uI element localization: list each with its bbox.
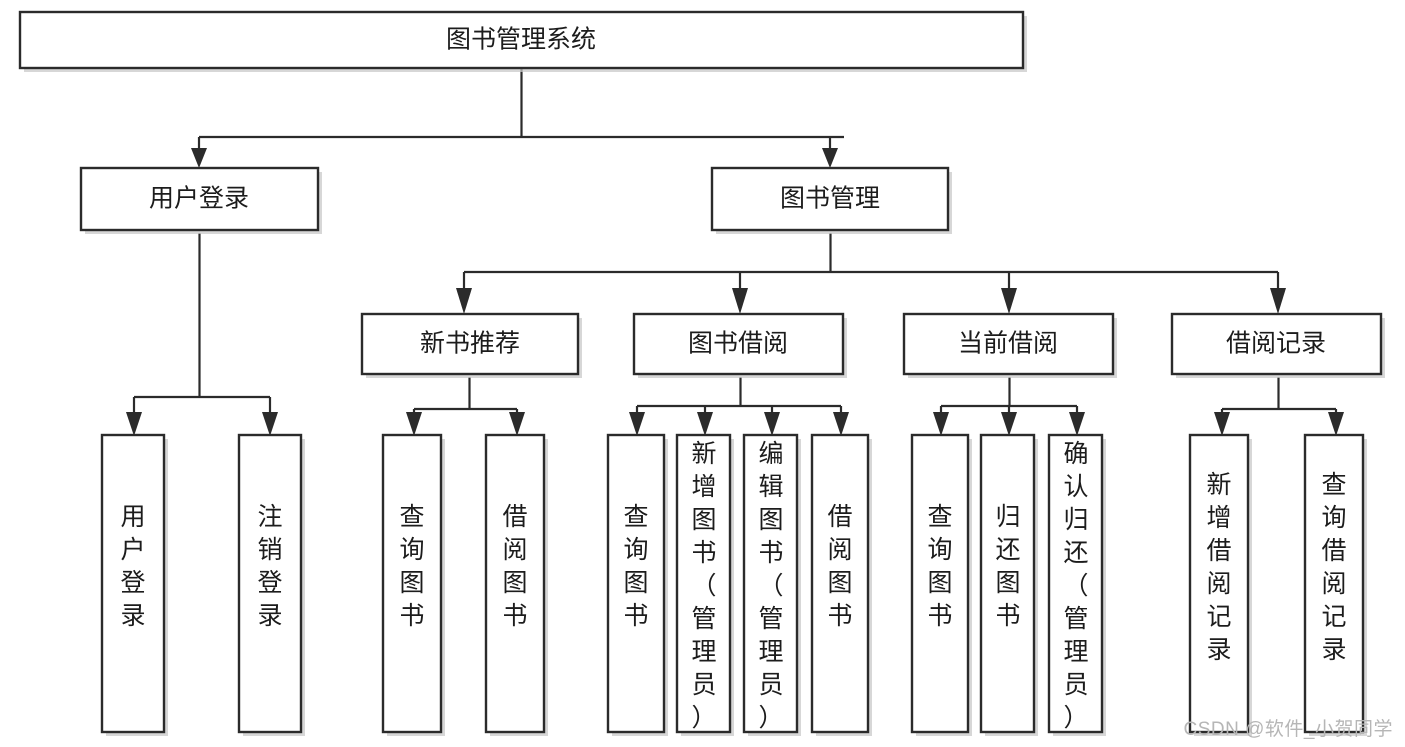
arrow-leaf-query-book-1: [406, 412, 422, 436]
leaf-add-book[interactable]: 新增图书（管理员）: [675, 433, 734, 736]
leaf-add-book-box: [675, 433, 732, 734]
node-current-borrow-label: 当前借阅: [958, 330, 1058, 358]
leaf-add-record-box: [1188, 433, 1250, 734]
leaf-query-book-1-box: [381, 433, 443, 734]
leaf-user-login-label: 用户登录: [120, 503, 145, 630]
leaf-confirm-return-label: 确认归还（管理员）: [1063, 440, 1088, 732]
leaf-query-book-2[interactable]: 查询图书: [606, 433, 668, 736]
node-book-management-label: 图书管理: [780, 185, 880, 213]
node-borrow-record-box: [1170, 312, 1383, 376]
arrow-leaf-query-book-2: [629, 412, 645, 436]
arrow-leaf-logout-login: [262, 412, 278, 436]
leaf-return-book[interactable]: 归还图书: [979, 433, 1038, 736]
arrow-current-borrow: [1001, 288, 1017, 314]
leaf-return-book-label: 归还图书: [995, 503, 1020, 630]
leaf-query-record-box: [1303, 433, 1365, 734]
arrow-borrow-record: [1270, 288, 1286, 314]
node-user-login[interactable]: 用户登录: [79, 166, 322, 234]
leaf-query-record[interactable]: 查询借阅记录: [1303, 433, 1367, 736]
leaf-query-book-1-label: 查询图书: [399, 503, 424, 630]
leaf-query-book-1[interactable]: 查询图书: [381, 433, 445, 736]
leaf-borrow-book-1-box: [484, 433, 546, 734]
arrow-leaf-query-record: [1328, 412, 1344, 436]
node-book-management[interactable]: 图书管理: [710, 166, 952, 234]
arrow-book-management: [822, 148, 838, 168]
arrow-leaf-edit-book: [764, 412, 780, 436]
node-new-book-recommend-box: [360, 312, 580, 376]
leaf-edit-book-label: 编辑图书（管理员）: [758, 440, 783, 732]
arrow-leaf-confirm-return: [1069, 412, 1085, 436]
arrow-leaf-add-record: [1214, 412, 1230, 436]
arrow-leaf-add-book: [697, 412, 713, 436]
leaf-logout-login-label: 注销登录: [257, 503, 282, 630]
leaf-edit-book-box: [742, 433, 799, 734]
leaf-borrow-book-1[interactable]: 借阅图书: [484, 433, 548, 736]
node-book-management-box: [710, 166, 950, 232]
connectors: [126, 69, 1344, 436]
node-new-book-recommend-label: 新书推荐: [420, 330, 520, 358]
arrow-leaf-user-login: [126, 412, 142, 436]
leaf-logout-login[interactable]: 注销登录: [237, 433, 305, 736]
arrow-leaf-return-book: [1001, 412, 1017, 436]
leaf-add-book-label: 新增图书（管理员）: [691, 440, 716, 732]
leaf-borrow-book-2[interactable]: 借阅图书: [810, 433, 872, 736]
leaf-borrow-book-1-label: 借阅图书: [502, 503, 527, 630]
leaf-query-book-2-box: [606, 433, 666, 734]
arrow-leaf-borrow-book-1: [509, 412, 525, 436]
node-book-borrow[interactable]: 图书借阅: [632, 312, 847, 378]
arrow-new-book-recommend: [456, 288, 472, 314]
node-borrow-record-label: 借阅记录: [1226, 330, 1326, 358]
leaf-user-login-box: [100, 433, 166, 734]
leaf-borrow-book-2-label: 借阅图书: [827, 503, 852, 630]
node-new-book-recommend[interactable]: 新书推荐: [360, 312, 582, 378]
arrow-book-borrow: [732, 288, 748, 314]
node-user-login-label: 用户登录: [149, 185, 249, 213]
arrow-user-login: [191, 148, 207, 168]
node-root-box: [18, 10, 1025, 70]
leaf-add-record[interactable]: 新增借阅记录: [1188, 433, 1252, 736]
node-current-borrow[interactable]: 当前借阅: [902, 312, 1117, 378]
leaf-edit-book[interactable]: 编辑图书（管理员）: [742, 433, 801, 736]
leaf-query-book-3-box: [910, 433, 970, 734]
leaf-query-record-label: 查询借阅记录: [1321, 471, 1346, 664]
leaf-query-book-3-label: 查询图书: [927, 503, 952, 630]
leaf-return-book-box: [979, 433, 1036, 734]
leaf-confirm-return-box: [1047, 433, 1104, 734]
arrow-leaf-borrow-book-2: [833, 412, 849, 436]
node-book-borrow-label: 图书借阅: [688, 330, 788, 358]
leaf-query-book-3[interactable]: 查询图书: [910, 433, 972, 736]
arrow-leaf-query-book-3: [933, 412, 949, 436]
leaf-query-book-2-label: 查询图书: [623, 503, 648, 630]
leaf-borrow-book-2-box: [810, 433, 870, 734]
node-root[interactable]: 图书管理系统: [18, 10, 1027, 72]
leaf-logout-login-box: [237, 433, 303, 734]
node-book-borrow-box: [632, 312, 845, 376]
node-borrow-record[interactable]: 借阅记录: [1170, 312, 1385, 378]
node-current-borrow-box: [902, 312, 1115, 376]
node-user-login-box: [79, 166, 320, 232]
leaf-user-login[interactable]: 用户登录: [100, 433, 168, 736]
leaf-add-record-label: 新增借阅记录: [1206, 471, 1231, 664]
node-root-label: 图书管理系统: [446, 26, 596, 54]
leaf-confirm-return[interactable]: 确认归还（管理员）: [1047, 433, 1106, 736]
